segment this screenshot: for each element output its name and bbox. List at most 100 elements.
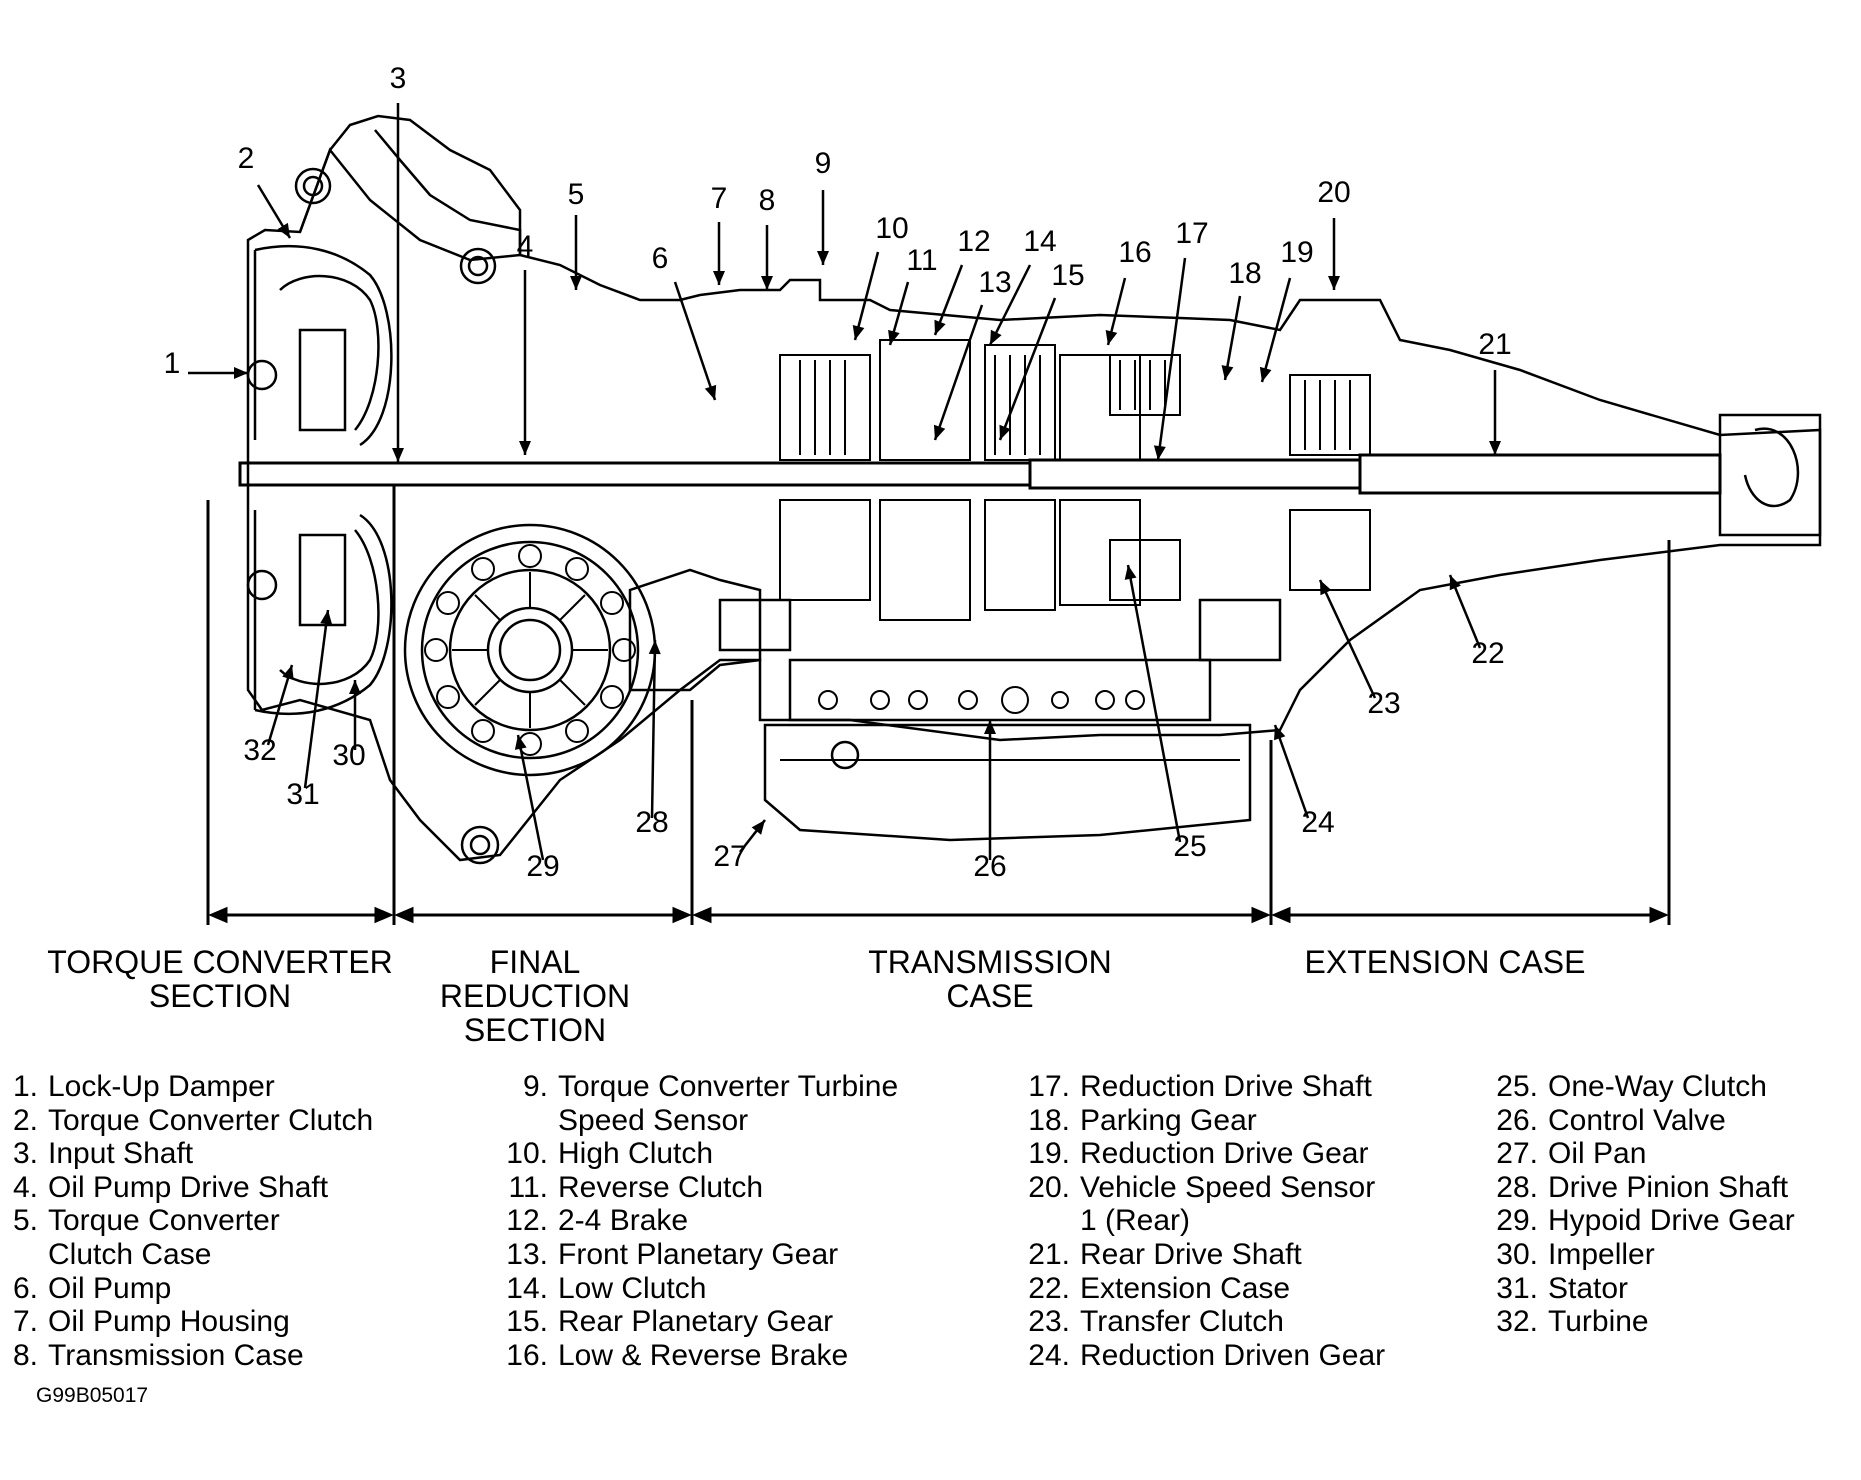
legend-text: Lock-Up Damper: [48, 1070, 275, 1103]
legend-text: High Clutch: [558, 1137, 714, 1171]
legend-item: 8.Transmission Case: [0, 1339, 373, 1373]
leader-arrowhead: [1489, 441, 1501, 455]
leader-arrowhead: [1221, 365, 1234, 380]
leader-arrowhead: [349, 680, 361, 694]
legend-number: 12.: [506, 1204, 548, 1238]
legend-item: 16. Low & Reverse Brake: [500, 1339, 898, 1373]
stator-block: [298, 533, 347, 627]
legend-number: 31.: [1496, 1271, 1538, 1305]
leader-arrowhead: [990, 329, 1002, 345]
legend-text: Input Shaft: [48, 1137, 194, 1171]
hypoid-drive-gear-ring: [420, 540, 640, 760]
callout-number-8: 8: [759, 184, 776, 217]
leader-arrowhead: [648, 640, 661, 655]
legend-number: 13.: [506, 1237, 548, 1271]
leader-arrowhead: [277, 222, 290, 238]
legend-item: 17.Reduction Drive Shaft: [1022, 1070, 1385, 1104]
leader-line: [998, 297, 1057, 441]
leader-line: [650, 639, 657, 819]
leader-arrowhead: [751, 820, 765, 835]
clutch-pack: [779, 339, 1181, 621]
legend-item: 7.Oil Pump Housing: [0, 1305, 373, 1339]
legend-text: Reduction Driven Gear: [1080, 1338, 1386, 1372]
section-brackets: [206, 485, 1671, 925]
callout-number-9: 9: [815, 147, 832, 180]
section-label-extension-case: EXTENSION CASE: [1304, 944, 1586, 980]
torque-converter-front: [253, 244, 393, 716]
section-label-transmission-case: TRANSMISSION CASE: [868, 944, 1112, 1014]
legend-text: Low & Reverse Brake: [558, 1338, 849, 1372]
section-label-torque-converter: TORQUE CONVERTER SECTION: [47, 944, 393, 1014]
callout-number-6: 6: [652, 242, 669, 275]
bolt-hole: [294, 167, 332, 205]
callout-number-4: 4: [517, 230, 534, 263]
legend-number: 16.: [506, 1338, 548, 1372]
leader-line: [1260, 277, 1292, 383]
leader-arrowhead: [1105, 329, 1118, 345]
leader-line: [1126, 564, 1182, 843]
callout-number-30: 30: [332, 739, 365, 772]
bolt-hole: [302, 175, 324, 197]
leader-arrowhead: [570, 276, 582, 290]
hypoid-drive-gear-mid: [448, 568, 612, 732]
legend-text: Front Planetary Gear: [558, 1237, 839, 1271]
legend-number: 19.: [1028, 1137, 1070, 1171]
legend-number: 14.: [506, 1271, 548, 1305]
legend-number: 3.: [12, 1137, 38, 1171]
legend-number: 27.: [1496, 1137, 1538, 1171]
legend-item: 2.Torque Converter Clutch: [0, 1104, 373, 1138]
legend-number: 4.: [12, 1170, 38, 1204]
leader-line: [933, 304, 984, 441]
leader-arrowhead: [1274, 725, 1286, 741]
section-label-final-reduction: FINAL REDUCTION SECTION: [439, 944, 631, 1048]
leader-arrowhead: [852, 324, 865, 340]
callout-number-27: 27: [713, 840, 746, 873]
leader-line: [673, 281, 717, 401]
legend-number: 15.: [506, 1305, 548, 1339]
legend-text: Stator: [1548, 1271, 1629, 1305]
callout-number-31: 31: [286, 778, 319, 811]
callout-number-26: 26: [973, 850, 1006, 883]
bell-housing-plate: [298, 129, 522, 262]
legend-number: 18.: [1028, 1103, 1070, 1137]
legend-number: 30.: [1496, 1237, 1538, 1271]
legend-number: 22.: [1028, 1271, 1070, 1305]
legend-item: 5.Torque Converter: [0, 1204, 373, 1238]
legend-text: Reduction Drive Shaft: [1080, 1070, 1372, 1103]
leader-arrowhead: [999, 424, 1011, 440]
leader-arrowhead: [514, 735, 527, 750]
legend-text: Torque Converter: [48, 1204, 280, 1238]
bolt-hole: [467, 255, 489, 277]
stator-block: [298, 328, 347, 432]
legend-item: 32.Turbine: [1490, 1305, 1795, 1339]
legend-item: 28.Drive Pinion Shaft: [1490, 1171, 1795, 1205]
callout-number-11: 11: [906, 244, 937, 277]
callout-number-16: 16: [1118, 236, 1151, 269]
leader-arrowhead: [704, 384, 717, 400]
callout-number-28: 28: [635, 806, 668, 839]
legend-item: 19. Reduction Drive Gear: [1022, 1137, 1385, 1171]
legend-item: 23.Transfer Clutch: [1022, 1305, 1385, 1339]
bolt-hole: [469, 834, 491, 856]
leader-arrowhead: [933, 424, 946, 440]
leader-arrowhead: [1328, 276, 1340, 290]
legend-text: Oil Pump Housing: [48, 1305, 290, 1339]
bolt-hole: [459, 247, 497, 285]
leader-arrowhead: [888, 329, 900, 345]
legend-number: 21.: [1028, 1237, 1070, 1271]
callout-number-23: 23: [1367, 687, 1400, 720]
leader-arrowhead: [984, 720, 996, 734]
drive-pinion-bearing: [718, 598, 792, 652]
legend-item: 24.Reduction Driven Gear: [1022, 1339, 1385, 1373]
reduction-driven-gear: [1198, 598, 1282, 662]
legend-text: Reduction Drive Gear: [1080, 1137, 1369, 1171]
legend-text: Parking Gear: [1080, 1103, 1257, 1137]
legend-number: 6.: [12, 1271, 38, 1305]
legend-text: Low Clutch: [558, 1271, 707, 1305]
legend-text-continued: Clutch Case: [48, 1237, 212, 1271]
legend-item: 3. Input Shaft: [0, 1137, 373, 1171]
legend-text: Transfer Clutch: [1080, 1305, 1284, 1339]
